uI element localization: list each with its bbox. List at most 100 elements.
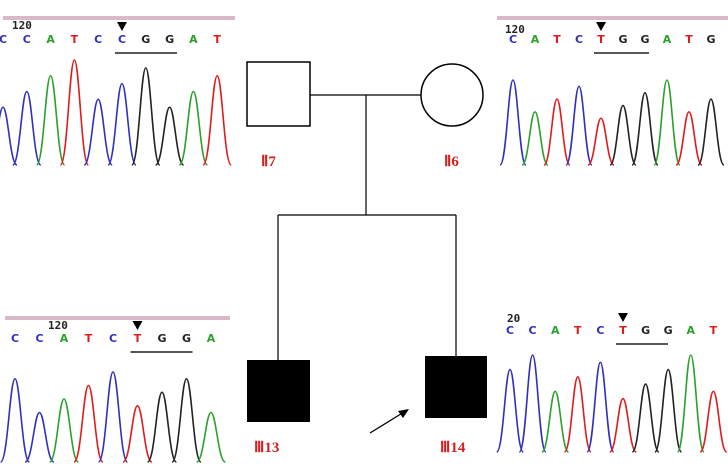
trace-peak: [608, 397, 638, 453]
trace-peak: [73, 384, 104, 463]
trace-peak: [495, 368, 525, 453]
base-call: G: [165, 33, 174, 46]
trace-peak: [178, 90, 209, 166]
base-call: G: [706, 33, 715, 46]
trace-peak: [171, 377, 202, 463]
trace-peak: [83, 98, 113, 166]
trace-peak: [97, 371, 129, 463]
base-call: A: [189, 33, 198, 46]
trace-peak: [563, 376, 592, 453]
mutation-marker-icon: [132, 321, 143, 330]
trace-peak: [12, 90, 42, 166]
sequence-bar: [497, 16, 728, 20]
base-call: T: [85, 332, 93, 345]
label-ii6: Ⅱ6: [444, 154, 459, 170]
trace-peak: [146, 391, 178, 463]
mutation-marker-icon: [596, 22, 606, 31]
trace-peak: [131, 67, 161, 166]
trace-peak: [59, 59, 90, 166]
trace-peak: [0, 377, 31, 463]
base-call: A: [531, 33, 540, 46]
trace-peak: [631, 91, 659, 166]
base-call: G: [182, 332, 191, 345]
trace-peak: [35, 74, 66, 166]
base-call: C: [506, 324, 514, 337]
position-number: 20: [507, 312, 520, 325]
trace-peak: [521, 111, 549, 166]
base-call: T: [597, 33, 605, 46]
trace-peak: [543, 98, 571, 166]
proband-arrow: [369, 411, 405, 434]
base-call: T: [134, 332, 142, 345]
base-call: A: [46, 33, 55, 46]
trace-peak: [565, 85, 593, 166]
trace-peak: [653, 79, 681, 166]
trace-peak: [586, 361, 615, 453]
trace-peak: [122, 404, 153, 463]
trace-peak: [154, 106, 185, 166]
base-call: A: [663, 33, 672, 46]
proband-symbol: [425, 356, 487, 418]
trace-peak: [195, 411, 227, 463]
trace-peak: [631, 383, 660, 453]
base-call: C: [575, 33, 583, 46]
trace-peak: [699, 390, 728, 453]
mutation-marker-icon: [117, 22, 127, 31]
mutation-marker-icon: [618, 313, 628, 322]
base-call: C: [35, 332, 43, 345]
position-number: 120: [505, 23, 525, 36]
affected-son-symbol: [247, 360, 310, 422]
base-call: T: [71, 33, 79, 46]
base-call: G: [641, 324, 650, 337]
trace-peak: [48, 398, 80, 463]
base-call: C: [529, 324, 537, 337]
base-call: G: [640, 33, 649, 46]
sequence-bar: [3, 16, 235, 20]
mother-symbol: [420, 63, 484, 127]
base-call: C: [0, 33, 7, 46]
base-call: C: [118, 33, 126, 46]
trace-peak: [518, 354, 547, 453]
label-iii13: Ⅲ13: [254, 440, 280, 456]
base-call: T: [574, 324, 582, 337]
base-call: C: [23, 33, 31, 46]
base-call: C: [11, 332, 19, 345]
trace-peak: [654, 368, 683, 453]
base-call: A: [207, 332, 216, 345]
base-call: C: [596, 324, 604, 337]
sequence-bar: [5, 316, 230, 320]
father-symbol: [246, 61, 311, 127]
base-call: G: [618, 33, 627, 46]
trace-peak: [202, 74, 232, 166]
position-number: 120: [48, 319, 68, 332]
base-call: T: [685, 33, 693, 46]
base-call: A: [687, 324, 696, 337]
label-ii7: Ⅱ7: [261, 154, 276, 170]
trace-peak: [676, 354, 705, 453]
position-number: 120: [12, 19, 32, 32]
base-call: T: [619, 324, 627, 337]
trace-peak: [107, 82, 137, 166]
label-iii14: Ⅲ14: [440, 440, 466, 456]
proband-arrow-head: [398, 409, 409, 418]
base-call: G: [141, 33, 150, 46]
base-call: A: [551, 324, 560, 337]
trace-peak: [675, 111, 703, 166]
base-call: C: [94, 33, 102, 46]
base-call: A: [60, 332, 69, 345]
base-call: T: [553, 33, 561, 46]
trace-peak: [609, 104, 637, 166]
base-call: T: [213, 33, 221, 46]
base-call: T: [710, 324, 718, 337]
trace-peak: [541, 390, 570, 453]
base-call: G: [157, 332, 166, 345]
base-call: C: [109, 332, 117, 345]
trace-peak: [0, 106, 18, 166]
base-call: G: [664, 324, 673, 337]
